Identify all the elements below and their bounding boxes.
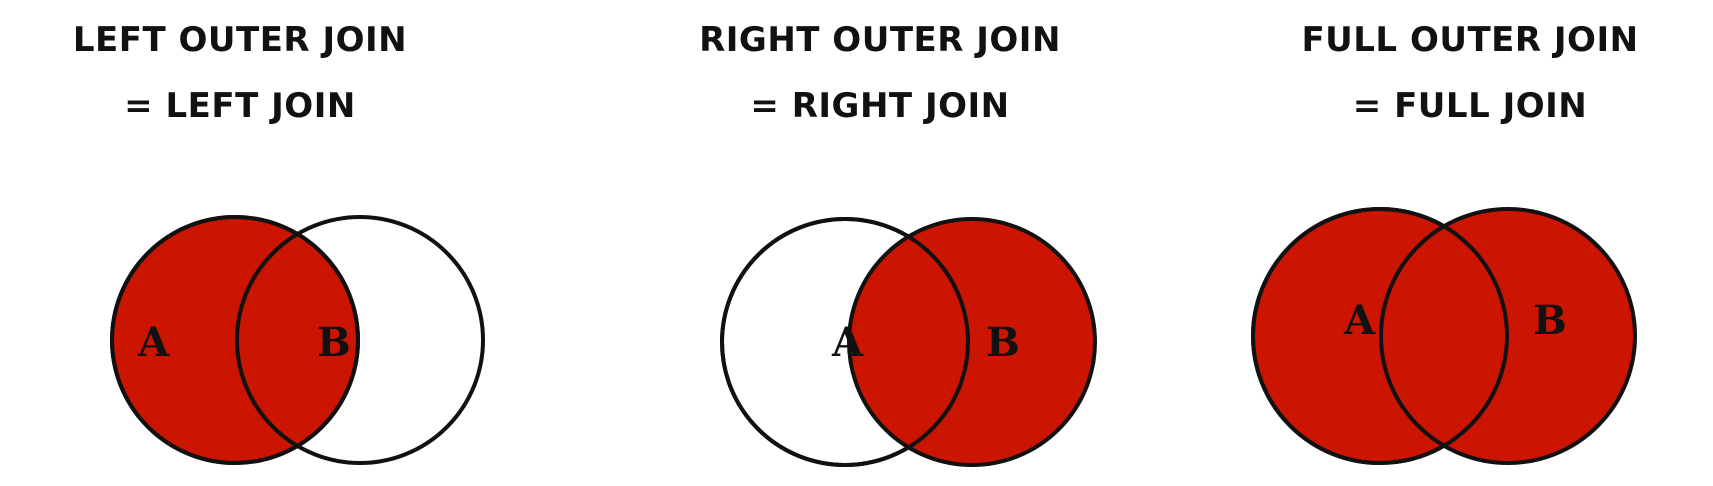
- set-b-label: B: [986, 319, 1020, 366]
- set-a-label: A: [137, 319, 170, 366]
- set-a-label: A: [831, 319, 864, 366]
- venn-panel-full-join: FULL OUTER JOIN = FULL JOIN A B: [1250, 0, 1690, 486]
- circle-b: [235, 215, 485, 465]
- venn-panel-left-join: LEFT OUTER JOIN = LEFT JOIN A B: [20, 0, 485, 486]
- venn-diagram: A B: [110, 215, 485, 465]
- venn-panel-right-join: RIGHT OUTER JOIN = RIGHT JOIN A B: [640, 0, 1120, 486]
- panel-subtitle: = RIGHT JOIN: [750, 86, 1010, 126]
- venn-diagram: A B: [1251, 207, 1637, 465]
- set-a-label: A: [1343, 297, 1376, 344]
- panel-title: LEFT OUTER JOIN: [72, 20, 408, 60]
- circle-b: [847, 217, 1097, 467]
- panel-title: FULL OUTER JOIN: [1301, 20, 1639, 60]
- panel-subtitle: = LEFT JOIN: [124, 86, 356, 126]
- circle-a-outline: [720, 217, 970, 467]
- set-b-label: B: [317, 319, 351, 366]
- panel-title: RIGHT OUTER JOIN: [699, 20, 1061, 60]
- circle-a-outline: [110, 215, 360, 465]
- set-b-label: B: [1533, 297, 1567, 344]
- venn-diagram: A B: [720, 217, 1097, 467]
- circle-a-outline: [1251, 207, 1509, 465]
- panel-subtitle: = FULL JOIN: [1352, 86, 1588, 126]
